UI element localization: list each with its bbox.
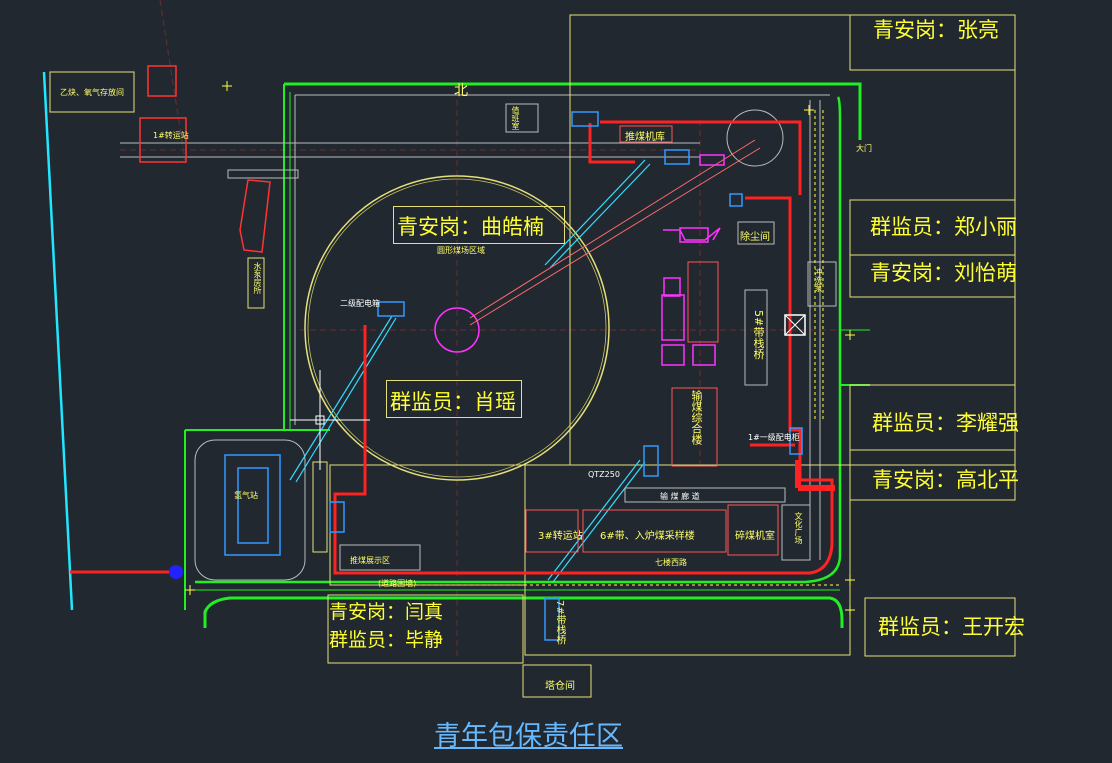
map-label-duty-room: 值班室 (511, 106, 520, 130)
label-jj-wangkaihong: 群监员：王开宏 (878, 615, 1025, 639)
map-label-qtz: QTZ250 (588, 470, 620, 479)
map-label-mcc-1: 1#一级配电柜 (748, 433, 800, 442)
map-label-north: 北 (454, 83, 468, 99)
map-label-culture-plaza: 文化广场 (794, 512, 803, 544)
map-label-belt-7: 7#带栈桥 (554, 600, 565, 645)
label-qa-quhaonan: 青安岗：曲皓楠 (397, 215, 544, 239)
map-label-hydrogen: 氢气站 (234, 491, 258, 500)
map-label-transfer-1: 1#转运站 (153, 131, 189, 140)
map-label-pump-room: 水泵房所 (253, 262, 262, 294)
map-label-coal-building: 输煤综合楼 (690, 390, 703, 445)
diagram-title: 青年包保责任区 (434, 721, 623, 752)
map-label-gate: 大门 (856, 144, 872, 153)
map-label-flush-pump: 冲洗泵 (814, 268, 823, 292)
map-label-transfer-3: 3#转运站 (538, 531, 583, 542)
map-label-mcc-2: 二级配电箱 (340, 299, 380, 308)
label-jj-xiaoyao: 群监员：肖瑶 (390, 390, 516, 414)
map-label-tower-room: 塔仓间 (545, 681, 575, 692)
label-jj-liyaoqiang: 群监员：李耀强 (872, 411, 1019, 435)
map-label-road-south: (道路围墙) (378, 579, 417, 588)
label-box-quhaonan (393, 206, 565, 244)
label-qa-liuyimeng: 青安岗：刘怡萌 (870, 261, 1017, 285)
map-label-yiquan: 乙炔、氧气存放间 (60, 88, 124, 97)
label-qa-yanzhen: 青安岗：闫真 (329, 601, 444, 623)
label-qa-gaobeiping: 青安岗：高北平 (872, 468, 1019, 492)
map-label-crusher: 碎煤机室 (735, 531, 775, 542)
map-label-coal-garage: 推煤机库 (625, 132, 665, 143)
map-label-coal-yard: 圆形煤场区域 (437, 246, 485, 255)
map-label-belt-5: 5#带栈桥 (752, 310, 765, 360)
map-label-dust-room: 除尘间 (740, 232, 770, 243)
map-label-conveyor: 输 煤 廊 道 (660, 492, 700, 501)
map-label-alley: 七楼西路 (655, 558, 687, 567)
label-box-xiaoyao (386, 380, 522, 418)
label-jj-bijing: 群监员：毕静 (329, 629, 444, 651)
map-label-sampling: 6#带、入炉煤采样楼 (600, 531, 695, 542)
map-label-coal-machine-area: 推煤展示区 (350, 556, 390, 565)
label-jj-zhengxiaoli: 群监员：郑小丽 (870, 215, 1017, 239)
label-qa-zhangliang: 青安岗：张亮 (873, 18, 999, 42)
